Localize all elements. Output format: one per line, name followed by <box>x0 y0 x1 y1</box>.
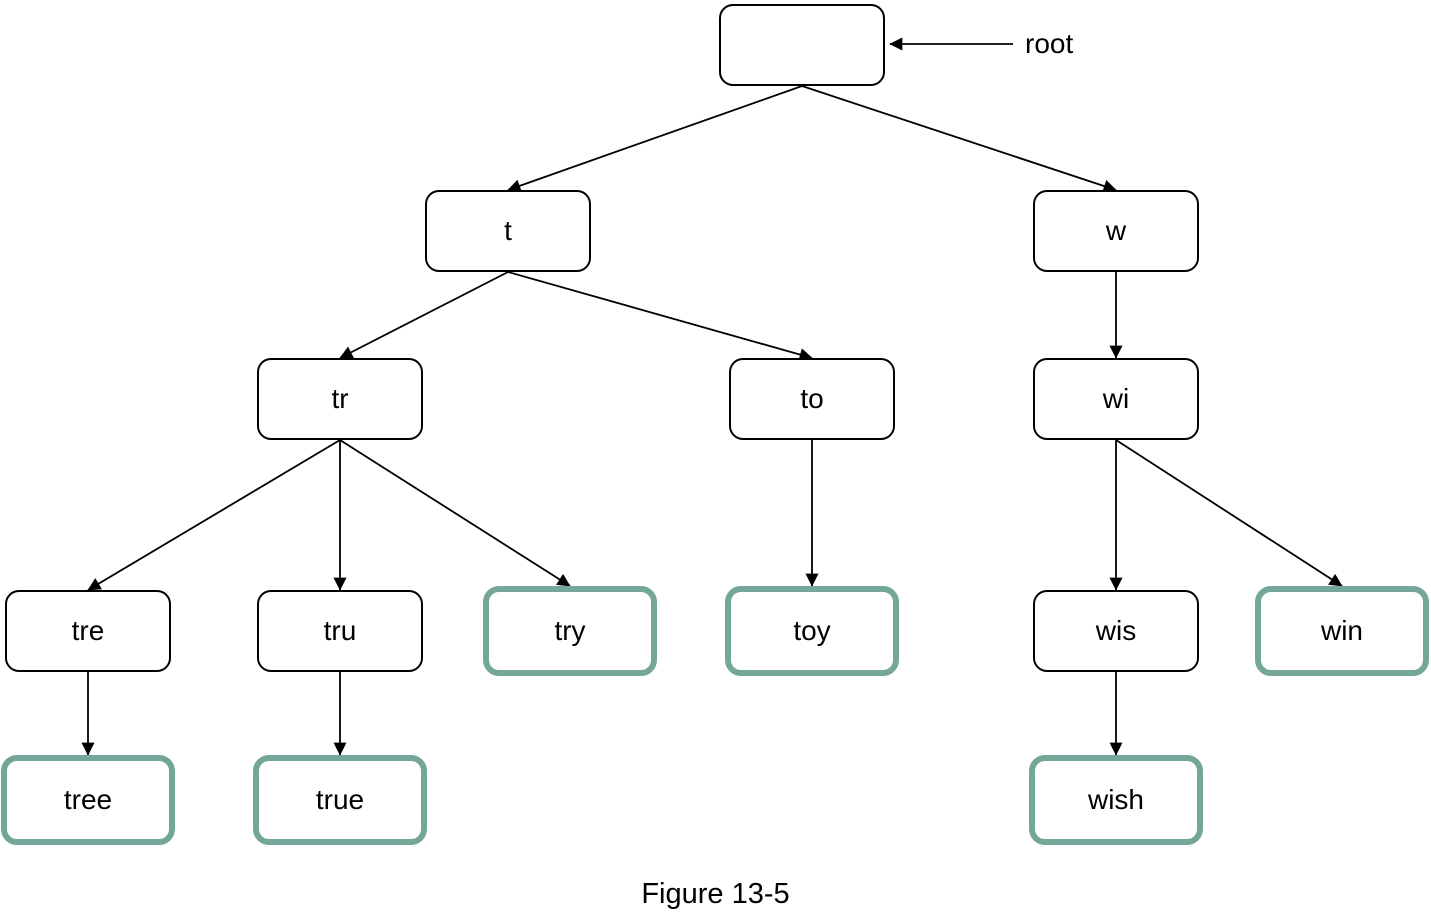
trie-node-wish: wish <box>1029 755 1203 845</box>
node-label: toy <box>793 615 831 646</box>
trie-node-toy: toy <box>725 586 899 676</box>
trie-node-w: w <box>1033 190 1199 272</box>
trie-node-wis: wis <box>1033 590 1199 672</box>
node-label: wi <box>1102 383 1130 414</box>
trie-node-true: true <box>253 755 427 845</box>
node-label: w <box>1105 215 1127 246</box>
figure-caption: Figure 13-5 <box>641 878 790 910</box>
edge-root-t <box>507 85 803 193</box>
node-label: try <box>554 615 586 646</box>
edge-tr-try <box>339 439 571 587</box>
edge-t-to <box>507 271 813 361</box>
node-label: wis <box>1095 615 1137 646</box>
trie-node-win: win <box>1255 586 1429 676</box>
node-label: t <box>504 215 512 246</box>
node-label: true <box>315 784 365 815</box>
node-label: win <box>1320 615 1363 646</box>
trie-node-tr: tr <box>257 358 423 440</box>
edge-t-tr <box>339 271 509 359</box>
edge-tr-tre <box>87 439 341 591</box>
node-label: tree <box>63 784 113 815</box>
node-label: to <box>800 383 824 414</box>
root-pointer-label: root <box>1025 28 1074 59</box>
trie-node-tree: tree <box>1 755 175 845</box>
node-label: tre <box>71 615 105 646</box>
trie-node-wi: wi <box>1033 358 1199 440</box>
trie-node-root <box>719 4 885 86</box>
trie-node-try: try <box>483 586 657 676</box>
edge-wi-win <box>1115 439 1343 587</box>
trie-node-tre: tre <box>5 590 171 672</box>
trie-node-to: to <box>729 358 895 440</box>
node-label: wish <box>1087 784 1144 815</box>
node-label: tr <box>331 383 349 414</box>
edge-root-w <box>801 85 1117 193</box>
trie-node-tru: tru <box>257 590 423 672</box>
trie-node-t: t <box>425 190 591 272</box>
node-label: tru <box>323 615 357 646</box>
